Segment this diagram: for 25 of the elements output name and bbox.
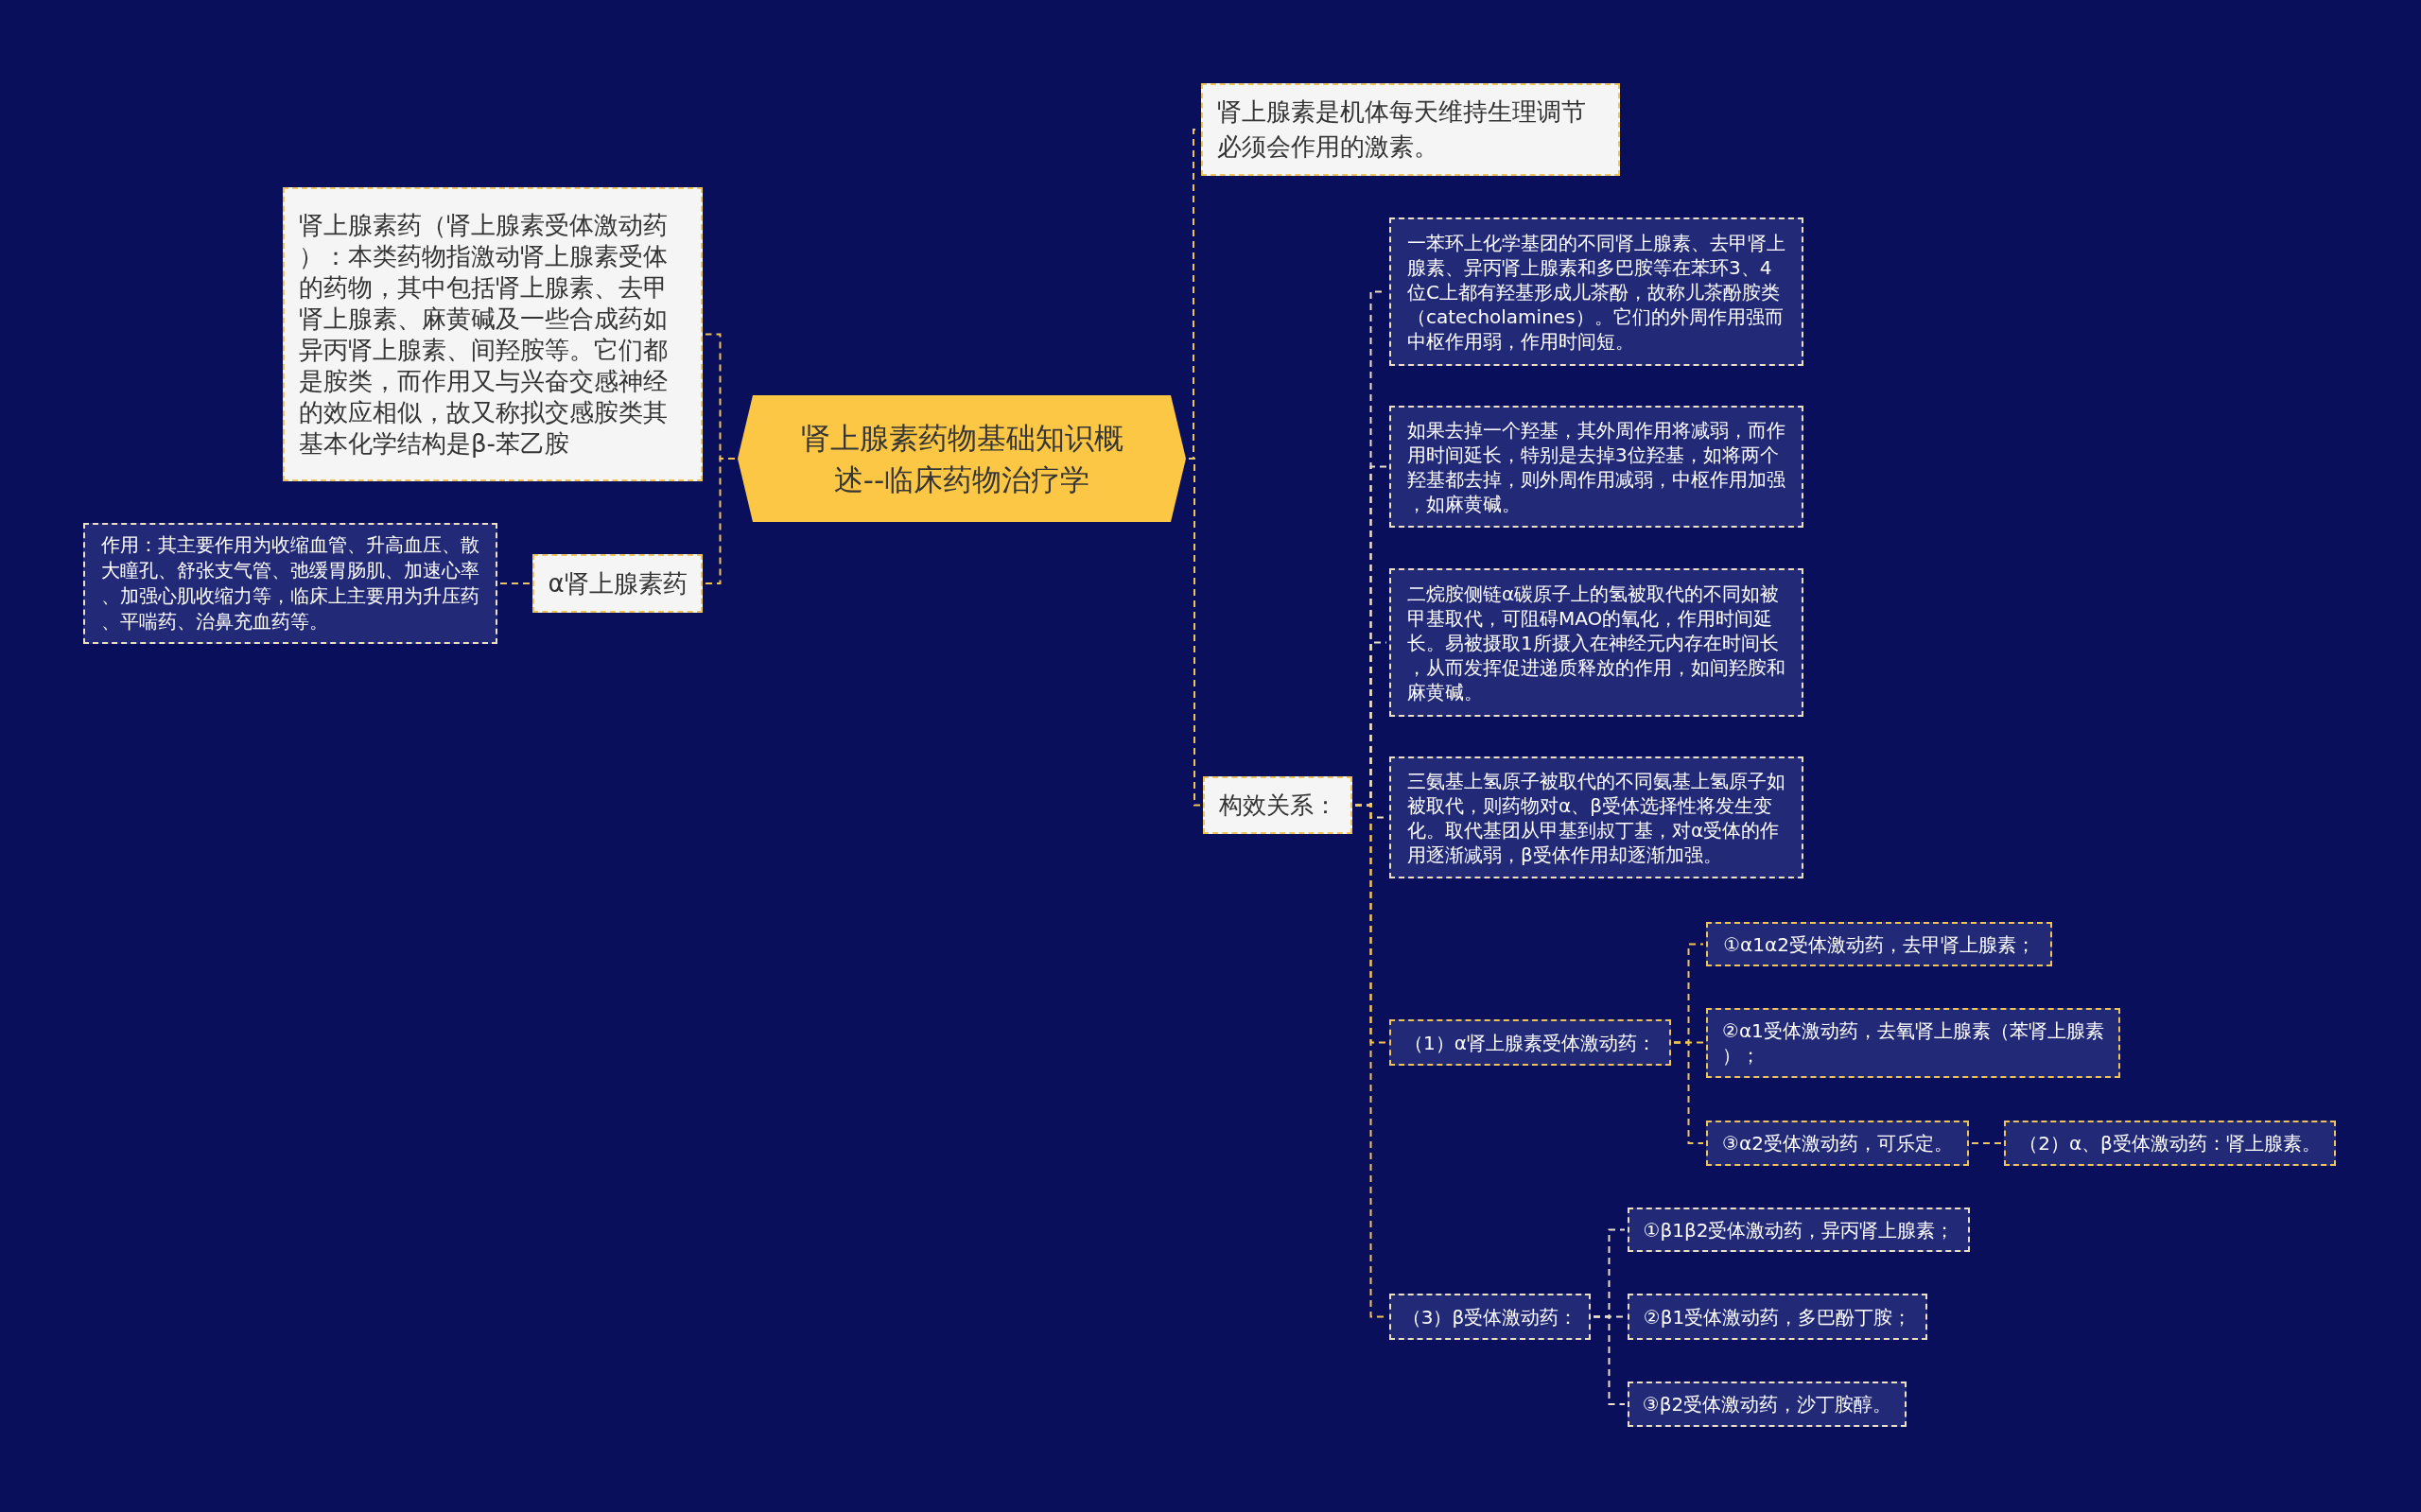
connector-line bbox=[705, 458, 736, 584]
connector-line bbox=[1188, 458, 1201, 807]
connector-line bbox=[1971, 1142, 2002, 1144]
connector-line bbox=[1593, 1315, 1626, 1405]
topic-box: ①α1α2受体激动药，去甲肾上腺素； bbox=[1706, 922, 2052, 966]
note-box: 肾上腺素是机体每天维持生理调节必须会作用的激素。 bbox=[1201, 83, 1620, 176]
note-box: 三氨基上氢原子被取代的不同氨基上氢原子如被取代，则药物对α、β受体选择性将发生变化。取代基团从甲基到叔丁基，对α受体的作用逐渐减弱，β受体作用却逐渐加强。 bbox=[1389, 756, 1803, 878]
note-box: 肾上腺素药（肾上腺素受体激动药）：本类药物指激动肾上腺素受体的药物，其中包括肾上腺素、去甲肾上腺素、麻黄碱及一些合成药如异丙肾上腺素、间羟胺等。它们都是胺类，而作用又与兴奋交感神经的效应相似，故又称拟交感胺类其基本化学结构是β-苯乙胺 bbox=[283, 187, 703, 481]
topic-box: ②α1受体激动药，去氧肾上腺素（苯肾上腺素）； bbox=[1706, 1008, 2120, 1078]
topic-box: 构效关系： bbox=[1203, 776, 1352, 834]
topic-box: （1）α肾上腺素受体激动药： bbox=[1389, 1019, 1671, 1066]
topic-box: （2）α、β受体激动药：肾上腺素。 bbox=[2004, 1121, 2336, 1166]
topic-box: （3）β受体激动药： bbox=[1389, 1294, 1591, 1340]
topic-hexagon: 肾上腺素药物基础知识概述--临床药物治疗学 bbox=[738, 395, 1186, 522]
topic-box: ①β1β2受体激动药，异丙肾上腺素； bbox=[1628, 1208, 1970, 1252]
note-box: 二烷胺侧链α碳原子上的氢被取代的不同如被甲基取代，可阻碍MAO的氧化，作用时间延长。易被摄取1所摄入在神经元内存在时间长，从而发挥促进递质释放的作用，如间羟胺和麻黄碱。 bbox=[1389, 568, 1803, 717]
topic-box: ③α2受体激动药，可乐定。 bbox=[1706, 1121, 1969, 1166]
note-box: 一苯环上化学基团的不同肾上腺素、去甲肾上腺素、异丙肾上腺素和多巴胺等在苯环3、4位C上都有羟基形成儿茶酚，故称儿茶酚胺类（catecholamines）。它们的外周作用强而中枢作用弱，作用时间短。 bbox=[1389, 217, 1803, 366]
topic-box: ②β1受体激动药，多巴酚丁胺； bbox=[1628, 1294, 1927, 1340]
topic-box: ③β2受体激动药，沙丁胺醇。 bbox=[1628, 1382, 1907, 1427]
connector-line bbox=[499, 582, 531, 584]
note-box: 如果去掉一个羟基，其外周作用将减弱，而作用时间延长，特别是去掉3位羟基，如将两个羟基都去掉，则外周作用减弱，中枢作用加强，如麻黄碱。 bbox=[1389, 406, 1803, 528]
connector-line bbox=[1673, 1041, 1704, 1144]
note-box: 作用：其主要作用为收缩血管、升高血压、散大瞳孔、舒张支气管、弛缓胃肠肌、加速心率、加强心肌收缩力等，临床上主要用为升压药、平喘药、治鼻充血药等。 bbox=[83, 523, 497, 644]
topic-box: α肾上腺素药 bbox=[532, 554, 703, 613]
